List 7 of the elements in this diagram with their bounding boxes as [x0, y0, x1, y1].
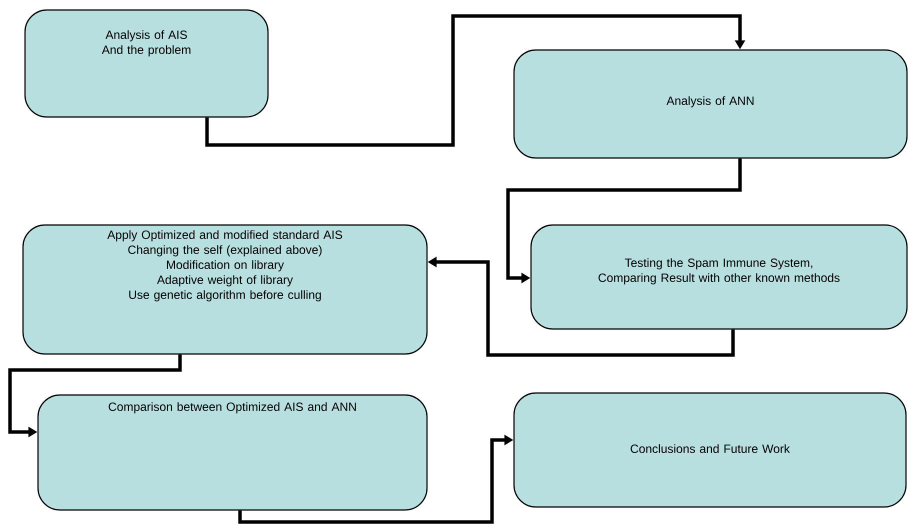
- arrow: [205, 14, 746, 147]
- process-box: Comparison between Optimized AIS and ANN: [37, 394, 428, 511]
- process-box: Testing the Spam Immune System, Comparing Result with other known methods: [530, 224, 908, 330]
- process-box: Conclusions and Future Work: [513, 392, 907, 508]
- process-box: Apply Optimized and modified standard AIS Changing the self (explained above) Modification on library Adaptive weight of library Use genetic algorithm before culling: [22, 224, 428, 355]
- process-box: Analysis of AIS And the problem: [24, 9, 269, 118]
- process-box: Analysis of ANN: [513, 49, 908, 159]
